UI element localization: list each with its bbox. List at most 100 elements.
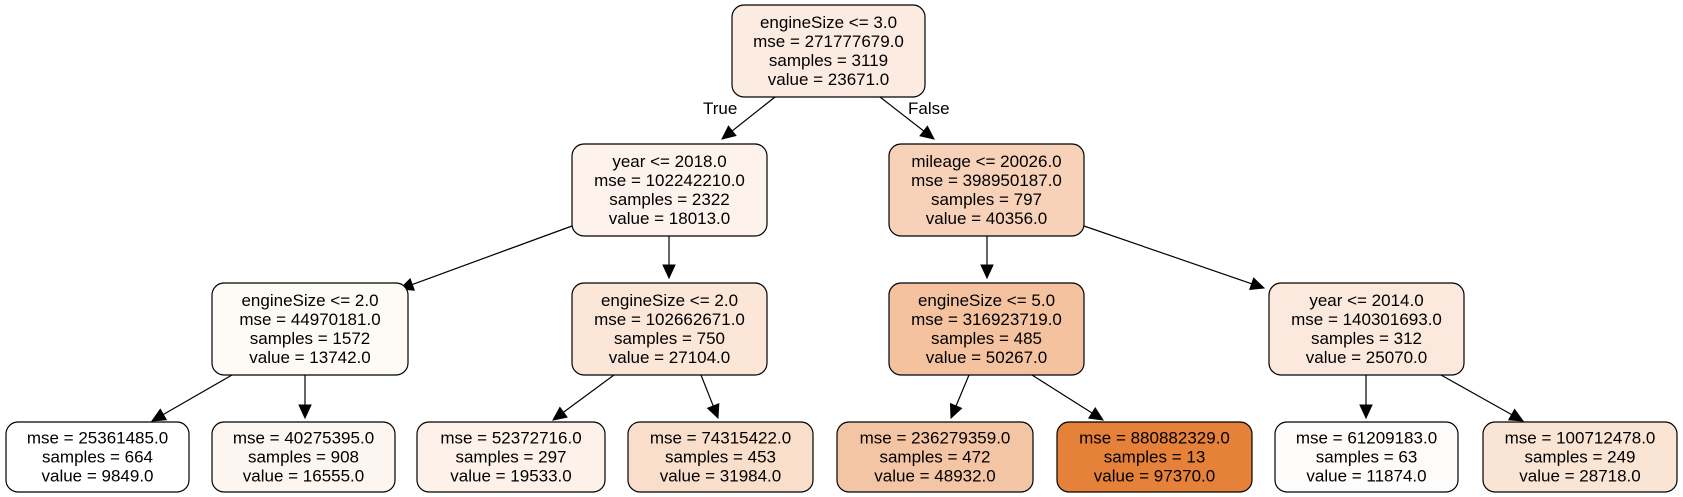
node-box: [888, 282, 1085, 376]
node-line: mse = 140301693.0: [1291, 310, 1442, 329]
node-line: mse = 44970181.0: [239, 310, 380, 329]
edge-root-to-n-r: [879, 96, 935, 140]
edge-n-r-to-n-rl: [980, 236, 994, 280]
arrowhead-icon: [298, 404, 312, 420]
edge-n-r-to-n-rr: [1083, 225, 1266, 291]
node-line: value = 13742.0: [249, 348, 370, 367]
arrowhead-icon: [1507, 408, 1525, 422]
node-box: [211, 421, 396, 493]
edge-line: [563, 374, 615, 413]
node-box: [5, 421, 190, 493]
arrowhead-icon: [980, 264, 994, 280]
node-line: samples = 908: [248, 448, 359, 467]
node-line: samples = 13: [1104, 448, 1206, 467]
edge-line: [1083, 225, 1252, 285]
edge-line: [162, 374, 233, 416]
node-line: samples = 63: [1316, 448, 1418, 467]
edge-n-lr-to-leaf-3: [552, 374, 615, 421]
node-line: mileage <= 20026.0: [911, 152, 1061, 171]
arrowhead-icon: [150, 408, 168, 422]
node-line: value = 48932.0: [874, 467, 995, 486]
edge-n-lr-to-leaf-4: [700, 374, 720, 420]
node-box: [571, 282, 768, 376]
node-line: value = 97370.0: [1094, 467, 1215, 486]
node-box: [211, 282, 409, 376]
node-line: samples = 1572: [250, 329, 371, 348]
node-line: year <= 2018.0: [612, 152, 726, 171]
node-line: samples = 453: [665, 448, 776, 467]
node-line: mse = 40275395.0: [233, 429, 374, 448]
node-line: mse = 25361485.0: [27, 429, 168, 448]
node-box: [836, 421, 1034, 493]
node-box: [627, 421, 814, 493]
edge-n-rr-to-leaf-7: [1359, 375, 1373, 420]
edge-label-false: False: [908, 99, 950, 118]
edge-root-to-n-l: [721, 96, 776, 140]
edge-line: [879, 96, 925, 132]
node-line: mse = 316923719.0: [911, 310, 1062, 329]
node-line: value = 19533.0: [450, 467, 571, 486]
node-line: mse = 271777679.0: [753, 32, 904, 51]
node-line: engineSize <= 3.0: [760, 13, 897, 32]
edge-n-rr-to-leaf-8: [1440, 374, 1525, 422]
node-line: samples = 485: [931, 329, 1042, 348]
edge-line: [731, 96, 776, 132]
node-line: samples = 472: [879, 448, 990, 467]
node-line: engineSize <= 2.0: [601, 291, 738, 310]
node-box: [571, 143, 768, 237]
node-box: [1482, 421, 1678, 493]
edge-n-l-to-n-ll: [398, 225, 573, 291]
arrowhead-icon: [662, 264, 676, 280]
node-line: samples = 2322: [609, 190, 730, 209]
node-box: [1056, 421, 1253, 493]
node-line: value = 28718.0: [1519, 467, 1640, 486]
arrowhead-icon: [1359, 404, 1373, 420]
node-box: [416, 421, 606, 493]
node-line: mse = 61209183.0: [1296, 429, 1437, 448]
node-box: [1268, 282, 1465, 376]
node-line: samples = 297: [455, 448, 566, 467]
node-line: value = 16555.0: [243, 467, 364, 486]
node-box: [731, 4, 926, 98]
node-line: mse = 880882329.0: [1079, 429, 1230, 448]
node-line: samples = 750: [614, 329, 725, 348]
arrowhead-icon: [721, 125, 737, 140]
node-line: samples = 664: [42, 448, 153, 467]
node-line: value = 40356.0: [926, 209, 1047, 228]
node-line: samples = 797: [931, 190, 1042, 209]
node-line: samples = 3119: [769, 51, 888, 70]
node-box: [1274, 421, 1459, 493]
node-line: mse = 398950187.0: [911, 171, 1062, 190]
node-line: value = 27104.0: [609, 348, 730, 367]
arrowhead-icon: [1087, 407, 1105, 421]
node-line: mse = 100712478.0: [1505, 429, 1656, 448]
edge-line: [1440, 374, 1512, 416]
edge-line: [700, 374, 714, 407]
node-line: engineSize <= 2.0: [241, 291, 378, 310]
node-line: year <= 2014.0: [1309, 291, 1423, 310]
node-line: value = 9849.0: [41, 467, 153, 486]
edge-label-true: True: [703, 99, 737, 118]
arrowhead-icon: [919, 125, 935, 140]
node-line: mse = 102662671.0: [594, 310, 745, 329]
node-line: samples = 249: [1524, 448, 1635, 467]
edge-n-ll-to-leaf-1: [150, 374, 233, 422]
node-line: engineSize <= 5.0: [918, 291, 1055, 310]
edge-line: [955, 374, 970, 407]
node-line: mse = 52372716.0: [440, 429, 581, 448]
arrowhead-icon: [706, 402, 720, 420]
node-line: samples = 312: [1311, 329, 1422, 348]
node-line: value = 11874.0: [1306, 467, 1426, 486]
node-line: value = 23671.0: [768, 70, 889, 89]
